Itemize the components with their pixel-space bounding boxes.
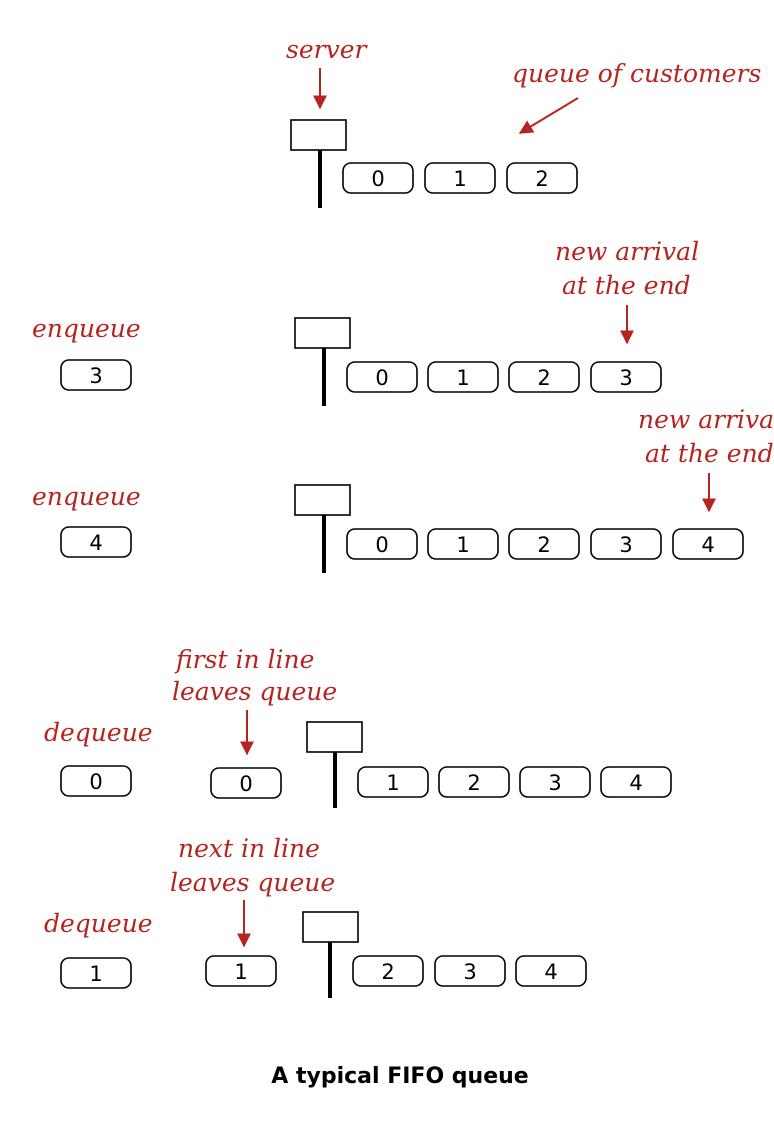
queue-item-box <box>357 766 429 798</box>
operation-label: enqueue <box>32 482 141 511</box>
annotation-line-1: first in line <box>174 645 314 674</box>
queue-item-box <box>434 955 506 987</box>
queue-item-box <box>424 162 496 194</box>
operation-item-box <box>60 765 132 797</box>
queue-item-number: 1 <box>456 366 469 390</box>
row-enqueue-4: new arriva at the end enqueue 4 0 1 2 3 … <box>32 405 774 573</box>
queue-item: 1 <box>427 528 499 560</box>
annotation-line-2: leaves queue <box>172 677 337 706</box>
queue-item-number: 2 <box>537 533 550 557</box>
queue-item-number: 0 <box>371 167 384 191</box>
operation-label: enqueue <box>32 314 141 343</box>
server-flag <box>302 911 359 943</box>
queue-item-box <box>590 361 662 393</box>
server-label: server <box>286 35 368 64</box>
operation-label: dequeue <box>44 909 153 938</box>
server-flag <box>294 317 351 349</box>
leaving-item-box <box>210 767 282 799</box>
row-enqueue-3: new arrival at the end enqueue 3 0 1 2 3 <box>32 237 699 406</box>
queue-item: 3 <box>590 361 662 393</box>
annotation-line-1: next in line <box>178 834 320 863</box>
queue-item-box <box>427 361 499 393</box>
row-dequeue-1: next in line leaves queue dequeue 1 1 2 … <box>44 834 587 998</box>
queue-item-box <box>515 955 587 987</box>
queue-of-customers-label: queue of customers <box>512 59 761 88</box>
server-flag <box>294 484 351 516</box>
queue-item-box <box>427 528 499 560</box>
server-flag <box>290 119 347 151</box>
annotation-line-2: leaves queue <box>170 868 335 897</box>
queue-item: 1 <box>357 766 429 798</box>
operation-label: dequeue <box>44 718 153 747</box>
queue-item-number: 3 <box>548 771 561 795</box>
queue-item: 2 <box>508 361 580 393</box>
operation-item-box <box>60 359 132 391</box>
queue-item-box <box>438 766 510 798</box>
queue-item-box <box>346 528 418 560</box>
queue-item-number: 3 <box>463 960 476 984</box>
operation-item-box <box>60 957 132 989</box>
queue-item-number: 2 <box>537 366 550 390</box>
queue-item-box <box>672 528 744 560</box>
leaving-item-number: 0 <box>239 772 252 796</box>
annotation-line-2: at the end <box>645 439 774 468</box>
queue-item-number: 1 <box>453 167 466 191</box>
queue-item: 2 <box>438 766 510 798</box>
queue-item: 1 <box>427 361 499 393</box>
queue-item-box <box>342 162 414 194</box>
queue-item-box <box>600 766 672 798</box>
diagram-caption: A typical FIFO queue <box>271 1064 528 1089</box>
queue-item: 4 <box>600 766 672 798</box>
row-dequeue-0: first in line leaves queue dequeue 0 0 1… <box>44 645 672 808</box>
queue-item: 3 <box>519 766 591 798</box>
queue-item-box <box>346 361 418 393</box>
queue-item-number: 4 <box>701 533 714 557</box>
queue-item: 2 <box>506 162 578 194</box>
operation-item-number: 3 <box>89 364 102 388</box>
operation-item-box <box>60 526 132 558</box>
queue-item-number: 3 <box>619 533 632 557</box>
queue-item-number: 0 <box>375 366 388 390</box>
queue-item-box <box>508 528 580 560</box>
queue-item-box <box>590 528 662 560</box>
operation-item-number: 0 <box>89 770 102 794</box>
queue-item-number: 0 <box>375 533 388 557</box>
queue-item: 2 <box>508 528 580 560</box>
row-initial: server queue of customers 0 1 2 <box>286 35 761 208</box>
server-flag <box>306 721 363 753</box>
queue-item-number: 1 <box>386 771 399 795</box>
queue-item-box <box>352 955 424 987</box>
queue-item-box <box>506 162 578 194</box>
queue-item-box <box>508 361 580 393</box>
annotation-line-1: new arriva <box>638 405 774 434</box>
queue-item-number: 4 <box>544 960 557 984</box>
operation-item-number: 1 <box>89 962 102 986</box>
queue-item: 0 <box>346 528 418 560</box>
leaving-item-number: 1 <box>234 960 247 984</box>
queue-item: 4 <box>515 955 587 987</box>
annotation-line-2: at the end <box>562 271 691 300</box>
queue-item-number: 3 <box>619 366 632 390</box>
queue-item-number: 2 <box>381 960 394 984</box>
queue-arrow <box>518 97 579 134</box>
queue-item-box <box>519 766 591 798</box>
queue-item-number: 1 <box>456 533 469 557</box>
queue-item: 0 <box>342 162 414 194</box>
queue-item: 3 <box>590 528 662 560</box>
leaving-item-box <box>205 955 277 987</box>
queue-item-number: 4 <box>629 771 642 795</box>
queue-item-number: 2 <box>535 167 548 191</box>
operation-item-number: 4 <box>89 531 102 555</box>
annotation-line-1: new arrival <box>555 237 699 266</box>
queue-item: 2 <box>352 955 424 987</box>
queue-item: 3 <box>434 955 506 987</box>
queue-item-number: 2 <box>467 771 480 795</box>
queue-item: 4 <box>672 528 744 560</box>
queue-item: 1 <box>424 162 496 194</box>
queue-item: 0 <box>346 361 418 393</box>
